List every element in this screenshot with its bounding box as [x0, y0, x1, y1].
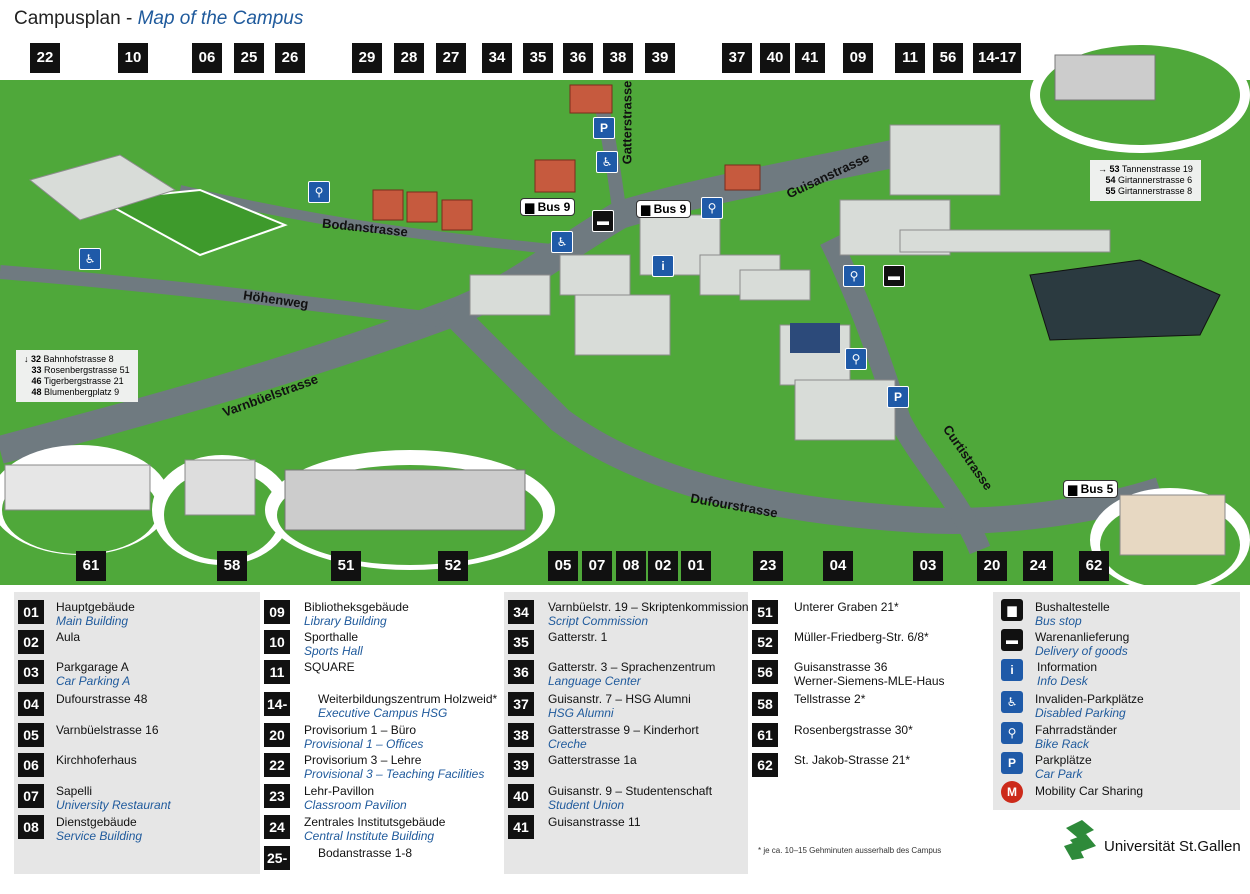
label-09[interactable]: 09	[843, 43, 873, 73]
label-10[interactable]: 10	[118, 43, 148, 73]
list-item: → 53 Tannenstrasse 19	[1098, 164, 1193, 174]
label-08[interactable]: 08	[616, 551, 646, 581]
label-36[interactable]: 36	[563, 43, 593, 73]
label-04[interactable]: 04	[823, 551, 853, 581]
bike-icon[interactable]: ⚲	[845, 348, 867, 370]
label-29[interactable]: 29	[352, 43, 382, 73]
wheelchair-icon: ♿	[1001, 691, 1023, 713]
bus-stop-bus9-east[interactable]: ▆ Bus 9	[636, 200, 692, 218]
label-56[interactable]: 56	[933, 43, 963, 73]
university-logo-icon	[1064, 820, 1096, 860]
label-27[interactable]: 27	[436, 43, 466, 73]
wheelchair-icon[interactable]: ♿	[596, 151, 618, 173]
list-item: ↓ 32 Bahnhofstrasse 8	[24, 354, 114, 364]
truck-icon: ▬	[1001, 629, 1023, 651]
bus-stop-bus5[interactable]: ▆ Bus 5	[1063, 480, 1119, 498]
list-item: 46 Tigerbergstrasse 21	[31, 376, 124, 386]
label-38[interactable]: 38	[603, 43, 633, 73]
bike-icon[interactable]: ⚲	[843, 265, 865, 287]
list-item: 48 Blumenbergplatz 9	[31, 387, 120, 397]
bus-stop-bus9-west[interactable]: ▆ Bus 9	[520, 198, 576, 216]
bike-icon[interactable]: ⚲	[701, 197, 723, 219]
label-40[interactable]: 40	[760, 43, 790, 73]
label-39[interactable]: 39	[645, 43, 675, 73]
map-drawing	[0, 37, 1250, 592]
wheelchair-icon[interactable]: ♿	[551, 231, 573, 253]
bike-icon: ⚲	[1001, 722, 1023, 744]
label-11[interactable]: 11	[895, 43, 925, 73]
label-41[interactable]: 41	[795, 43, 825, 73]
info-icon: i	[1001, 659, 1023, 681]
wheelchair-icon[interactable]: ♿	[79, 248, 101, 270]
label-05[interactable]: 05	[548, 551, 578, 581]
page-title: Campusplan - Map of the Campus	[14, 8, 303, 30]
campus-map[interactable]: 22 10 06 25 26 29 28 27 34 35 36 38 39 3…	[0, 37, 1250, 592]
bike-icon[interactable]: ⚲	[308, 181, 330, 203]
mobility-icon: M	[1001, 781, 1023, 803]
bus-icon: ▆	[525, 200, 538, 214]
label-14-17[interactable]: 14-17	[973, 43, 1022, 73]
bus-icon: ▆	[1001, 599, 1023, 621]
info-icon[interactable]: i	[652, 255, 674, 277]
label-02[interactable]: 02	[648, 551, 678, 581]
label-06[interactable]: 06	[192, 43, 222, 73]
list-item: 55 Girtannerstrasse 8	[1105, 186, 1193, 196]
parking-icon[interactable]: P	[593, 117, 615, 139]
label-24[interactable]: 24	[1023, 551, 1053, 581]
title-sub: Map of the Campus	[137, 8, 304, 29]
list-item: 33 Rosenbergstrasse 51	[31, 365, 130, 375]
label-23[interactable]: 23	[753, 551, 783, 581]
label-58[interactable]: 58	[217, 551, 247, 581]
offsite-list-right: → 53 Tannenstrasse 19 54 Girtannerstrass…	[1090, 160, 1201, 201]
bus-icon: ▆	[1068, 482, 1081, 496]
title-main: Campusplan -	[14, 8, 133, 29]
truck-icon[interactable]: ▬	[592, 210, 614, 232]
university-name: Universität St.Gallen	[1104, 838, 1241, 855]
parking-icon: P	[1001, 752, 1023, 774]
label-25[interactable]: 25	[234, 43, 264, 73]
street-gatterstrasse: Gatterstrasse	[619, 80, 635, 165]
label-20[interactable]: 20	[977, 551, 1007, 581]
label-26[interactable]: 26	[275, 43, 305, 73]
label-34[interactable]: 34	[482, 43, 512, 73]
list-item: 54 Girtannerstrasse 6	[1105, 175, 1193, 185]
label-35[interactable]: 35	[523, 43, 553, 73]
label-37[interactable]: 37	[722, 43, 752, 73]
label-01[interactable]: 01	[681, 551, 711, 581]
label-28[interactable]: 28	[394, 43, 424, 73]
label-52[interactable]: 52	[438, 551, 468, 581]
truck-icon[interactable]: ▬	[883, 265, 905, 287]
label-61[interactable]: 61	[76, 551, 106, 581]
parking-icon[interactable]: P	[887, 386, 909, 408]
label-22[interactable]: 22	[30, 43, 60, 73]
bus-icon: ▆	[641, 202, 654, 216]
offsite-list-left: ↓ 32 Bahnhofstrasse 8 33 Rosenbergstrass…	[16, 350, 138, 402]
label-51[interactable]: 51	[331, 551, 361, 581]
label-03[interactable]: 03	[913, 551, 943, 581]
footnote: * je ca. 10–15 Gehminuten ausserhalb des…	[758, 846, 942, 855]
label-62[interactable]: 62	[1079, 551, 1109, 581]
label-07[interactable]: 07	[582, 551, 612, 581]
